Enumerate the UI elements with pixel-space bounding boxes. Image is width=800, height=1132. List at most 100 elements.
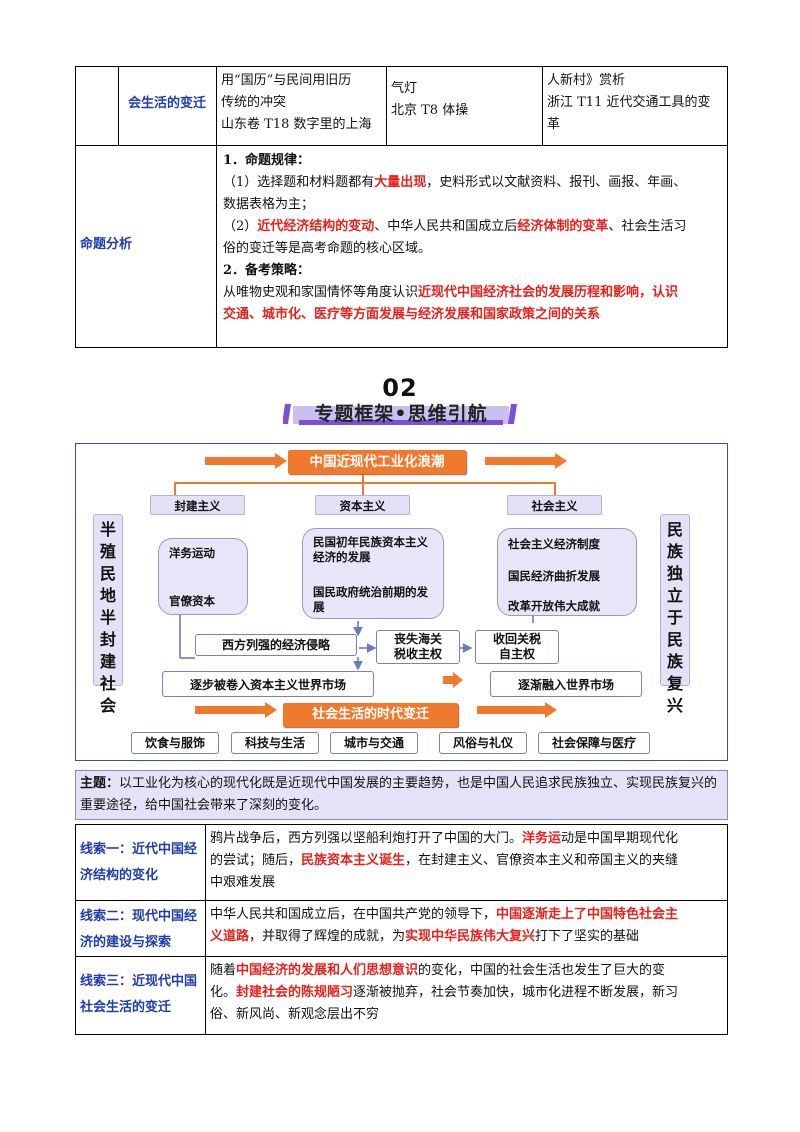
highlight: 近代经济结构的变动 — [257, 219, 375, 234]
highlight: 实现中华民族伟大复兴 — [405, 929, 536, 944]
cell-line: 人新村》赏析 — [547, 73, 626, 88]
section-number: 02 — [382, 374, 418, 402]
divider — [76, 956, 728, 957]
capital-item: 国民政府统治前期的发展 — [313, 585, 428, 614]
clue-line: 俗、新风尚、新观念层出不穷 — [210, 1007, 380, 1022]
bottom-item: 饮食与服饰 — [131, 732, 219, 754]
highlight: 民族资本主义诞生 — [301, 853, 406, 868]
bottom-item: 风俗与礼仪 — [439, 732, 527, 754]
text: ，并取得了辉煌的成就，为 — [249, 929, 406, 944]
label-socialism: 社会主义 — [507, 495, 602, 515]
highlight: 经济体制的变革 — [517, 219, 609, 234]
right-vertical-label: 民族独立于民族复兴 — [660, 514, 690, 715]
clues-table: 线索一：近代中国经济结构的变化 鸦片战争后，西方列强以坚船利炮打开了中国的大门。… — [75, 824, 728, 1035]
feudal-item: 官僚资本 — [169, 594, 215, 608]
feudal-item: 洋务运动 — [169, 546, 215, 560]
socialism-box: 社会主义经济制度 国民经济曲折发展 改革开放伟大成就 — [497, 528, 637, 616]
integrate-box: 逐渐融入世界市场 — [490, 671, 642, 697]
row1-col3: 人新村》赏析 浙江 T11 近代交通工具的变 革 — [543, 67, 728, 139]
text: （2） — [223, 219, 258, 234]
text: 逐渐被抛弃，社会节奏加快，城市化进程不断发展，新习 — [353, 985, 679, 1000]
clue-title: 线索一：近代中国经济结构的变化 — [80, 842, 198, 883]
social-item: 国民经济曲折发展 — [508, 569, 600, 583]
theme-text: 以工业化为核心的现代化既是近现代中国发展的主要趋势，也是中国人民追求民族独立、实… — [80, 776, 718, 813]
clue-line: 鸦片战争后，西方列强以坚船利炮打开了中国的大门。洋务运动是中国早期现代化 — [210, 828, 724, 850]
section-title: 专题框架•思维引航 — [314, 403, 488, 425]
invasion-box: 西方列强的经济侵略 — [195, 634, 357, 656]
box-text: 丧失海关税收主权 — [393, 632, 442, 661]
highlight: 大量出现 — [374, 175, 427, 190]
capital-box: 民国初年民族资本主义经济的发展 国民政府统治前期的发展 — [302, 528, 444, 619]
theme-box: 主题：以工业化为核心的现代化既是近现代中国发展的主要趋势，也是中国人民追求民族独… — [75, 770, 728, 820]
top-table: 会生活的变迁 用“国历”与民间用旧历 传统的冲突 山东卷 T18 数字里的上海 … — [75, 66, 728, 348]
highlight: 中国经济的发展和人们思想意识 — [236, 963, 419, 978]
clue-line: 中艰难发展 — [210, 875, 276, 890]
highlight: 义道路 — [210, 929, 250, 944]
clue-line: 随着中国经济的发展和人们思想意识的变化，中国的社会生活也发生了巨大的变 — [210, 960, 724, 982]
analysis-title: 命题分析 — [80, 237, 133, 252]
text: 动是中国早期现代化 — [561, 831, 679, 846]
text: 鸦片战争后，西方列强以坚船利炮打开了中国的大门。 — [210, 831, 523, 846]
analysis-line: 数据表格为主； — [223, 197, 315, 212]
cell-line: 传统的冲突 — [221, 95, 287, 110]
lose-customs-box: 丧失海关税收主权 — [376, 630, 460, 664]
analysis-heading: 1．命题规律： — [223, 153, 311, 168]
diagram-top-title: 中国近现代工业化浪潮 — [288, 450, 466, 474]
text: 化。 — [210, 985, 237, 1000]
analysis-line: 俗的变迁等是高考命题的核心区域。 — [223, 241, 432, 256]
cell-line: 北京 T8 体操 — [391, 103, 469, 118]
divider — [386, 67, 387, 145]
divider — [76, 145, 728, 146]
clue-title: 线索二：现代中国经济的建设与探索 — [80, 909, 198, 950]
clue-content: 鸦片战争后，西方列强以坚船利炮打开了中国的大门。洋务运动是中国早期现代化 的尝试… — [206, 825, 728, 897]
left-vertical-label: 半殖民地半封建社会 — [93, 514, 123, 715]
cell-line: 浙江 T11 近代交通工具的变 — [547, 95, 711, 110]
text: 、社会生活习 — [608, 219, 687, 234]
text: 的尝试；随后， — [210, 853, 302, 868]
vertical-text: 半殖民地半封建社会 — [99, 520, 116, 715]
analysis-content: 1．命题规律： （1）选择题和材料题都有大量出现，史料形式以文献资料、报刊、画报… — [217, 147, 727, 329]
clue-title: 线索三：近现代中国社会生活的变迁 — [80, 974, 198, 1015]
regain-customs-box: 收回关税自主权 — [475, 630, 559, 664]
row1-col2: 气灯 北京 T8 体操 — [387, 75, 542, 125]
divider — [118, 67, 119, 145]
clue-content: 随着中国经济的发展和人们思想意识的变化，中国的社会生活也发生了巨大的变 化。封建… — [206, 957, 728, 1029]
social-item: 改革开放伟大成就 — [508, 599, 600, 613]
text: ，史料形式以文献资料、报刊、画报、年画、 — [426, 175, 687, 190]
label-feudalism: 封建主义 — [150, 495, 245, 515]
highlight: 近现代中国经济社会的发展历程和影响，认识 — [418, 285, 679, 300]
clue-line: 化。封建社会的陈规陋习逐渐被抛弃，社会节奏加快，城市化进程不断发展，新习 — [210, 982, 724, 1004]
divider — [76, 900, 728, 901]
bottom-item: 科技与生活 — [231, 732, 319, 754]
cell-line: 气灯 — [391, 81, 418, 96]
text: 、中华人民共和国成立后 — [374, 219, 518, 234]
cell-line: 用“国历”与民间用旧历 — [221, 73, 352, 88]
clue-line: 义道路，并取得了辉煌的成就，为实现中华民族伟大复兴打下了坚实的基础 — [210, 926, 724, 948]
feudal-box: 洋务运动 官僚资本 — [158, 538, 248, 615]
text: 打下了坚实的基础 — [535, 929, 640, 944]
social-item: 社会主义经济制度 — [508, 537, 600, 551]
cell-line: 革 — [547, 117, 561, 132]
analysis-line: （1）选择题和材料题都有大量出现，史料形式以文献资料、报刊、画报、年画、 — [223, 172, 723, 194]
text: 中华人民共和国成立后，在中国共产党的领导下， — [210, 907, 497, 922]
clue-line: 的尝试；随后，民族资本主义诞生，在封建主义、官僚资本主义和帝国主义的夹缝 — [210, 850, 724, 872]
highlight: 封建社会的陈规陋习 — [236, 985, 354, 1000]
diagram-connectors — [174, 453, 567, 718]
highlight: 洋务运 — [522, 831, 562, 846]
divider — [205, 825, 206, 1034]
clue-content: 中华人民共和国成立后，在中国共产党的领导下，中国逐渐走上了中国特色社会主 义道路… — [206, 901, 728, 951]
text: 的变化，中国的社会生活也发生了巨大的变 — [418, 963, 666, 978]
divider — [542, 67, 543, 145]
analysis-line: 从唯物史观和家国情怀等角度认识近现代中国经济社会的发展历程和影响，认识 — [223, 282, 723, 304]
bottom-item: 社会保障与医疗 — [538, 732, 650, 754]
drawn-in-box: 逐步被卷入资本主义世界市场 — [162, 671, 374, 697]
bottom-item: 城市与交通 — [330, 732, 418, 754]
analysis-line: （2）近代经济结构的变动、中华人民共和国成立后经济体制的变革、社会生活习 — [223, 216, 723, 238]
text: 随着 — [210, 963, 237, 978]
box-text: 收回关税自主权 — [492, 632, 541, 661]
divider — [216, 67, 217, 348]
label-capitalism: 资本主义 — [315, 495, 410, 515]
row-title: 会生活的变迁 — [127, 96, 206, 111]
highlight: 中国逐渐走上了中国特色社会主 — [496, 907, 679, 922]
text: ，在封建主义、官僚资本主义和帝国主义的夹缝 — [405, 853, 679, 868]
